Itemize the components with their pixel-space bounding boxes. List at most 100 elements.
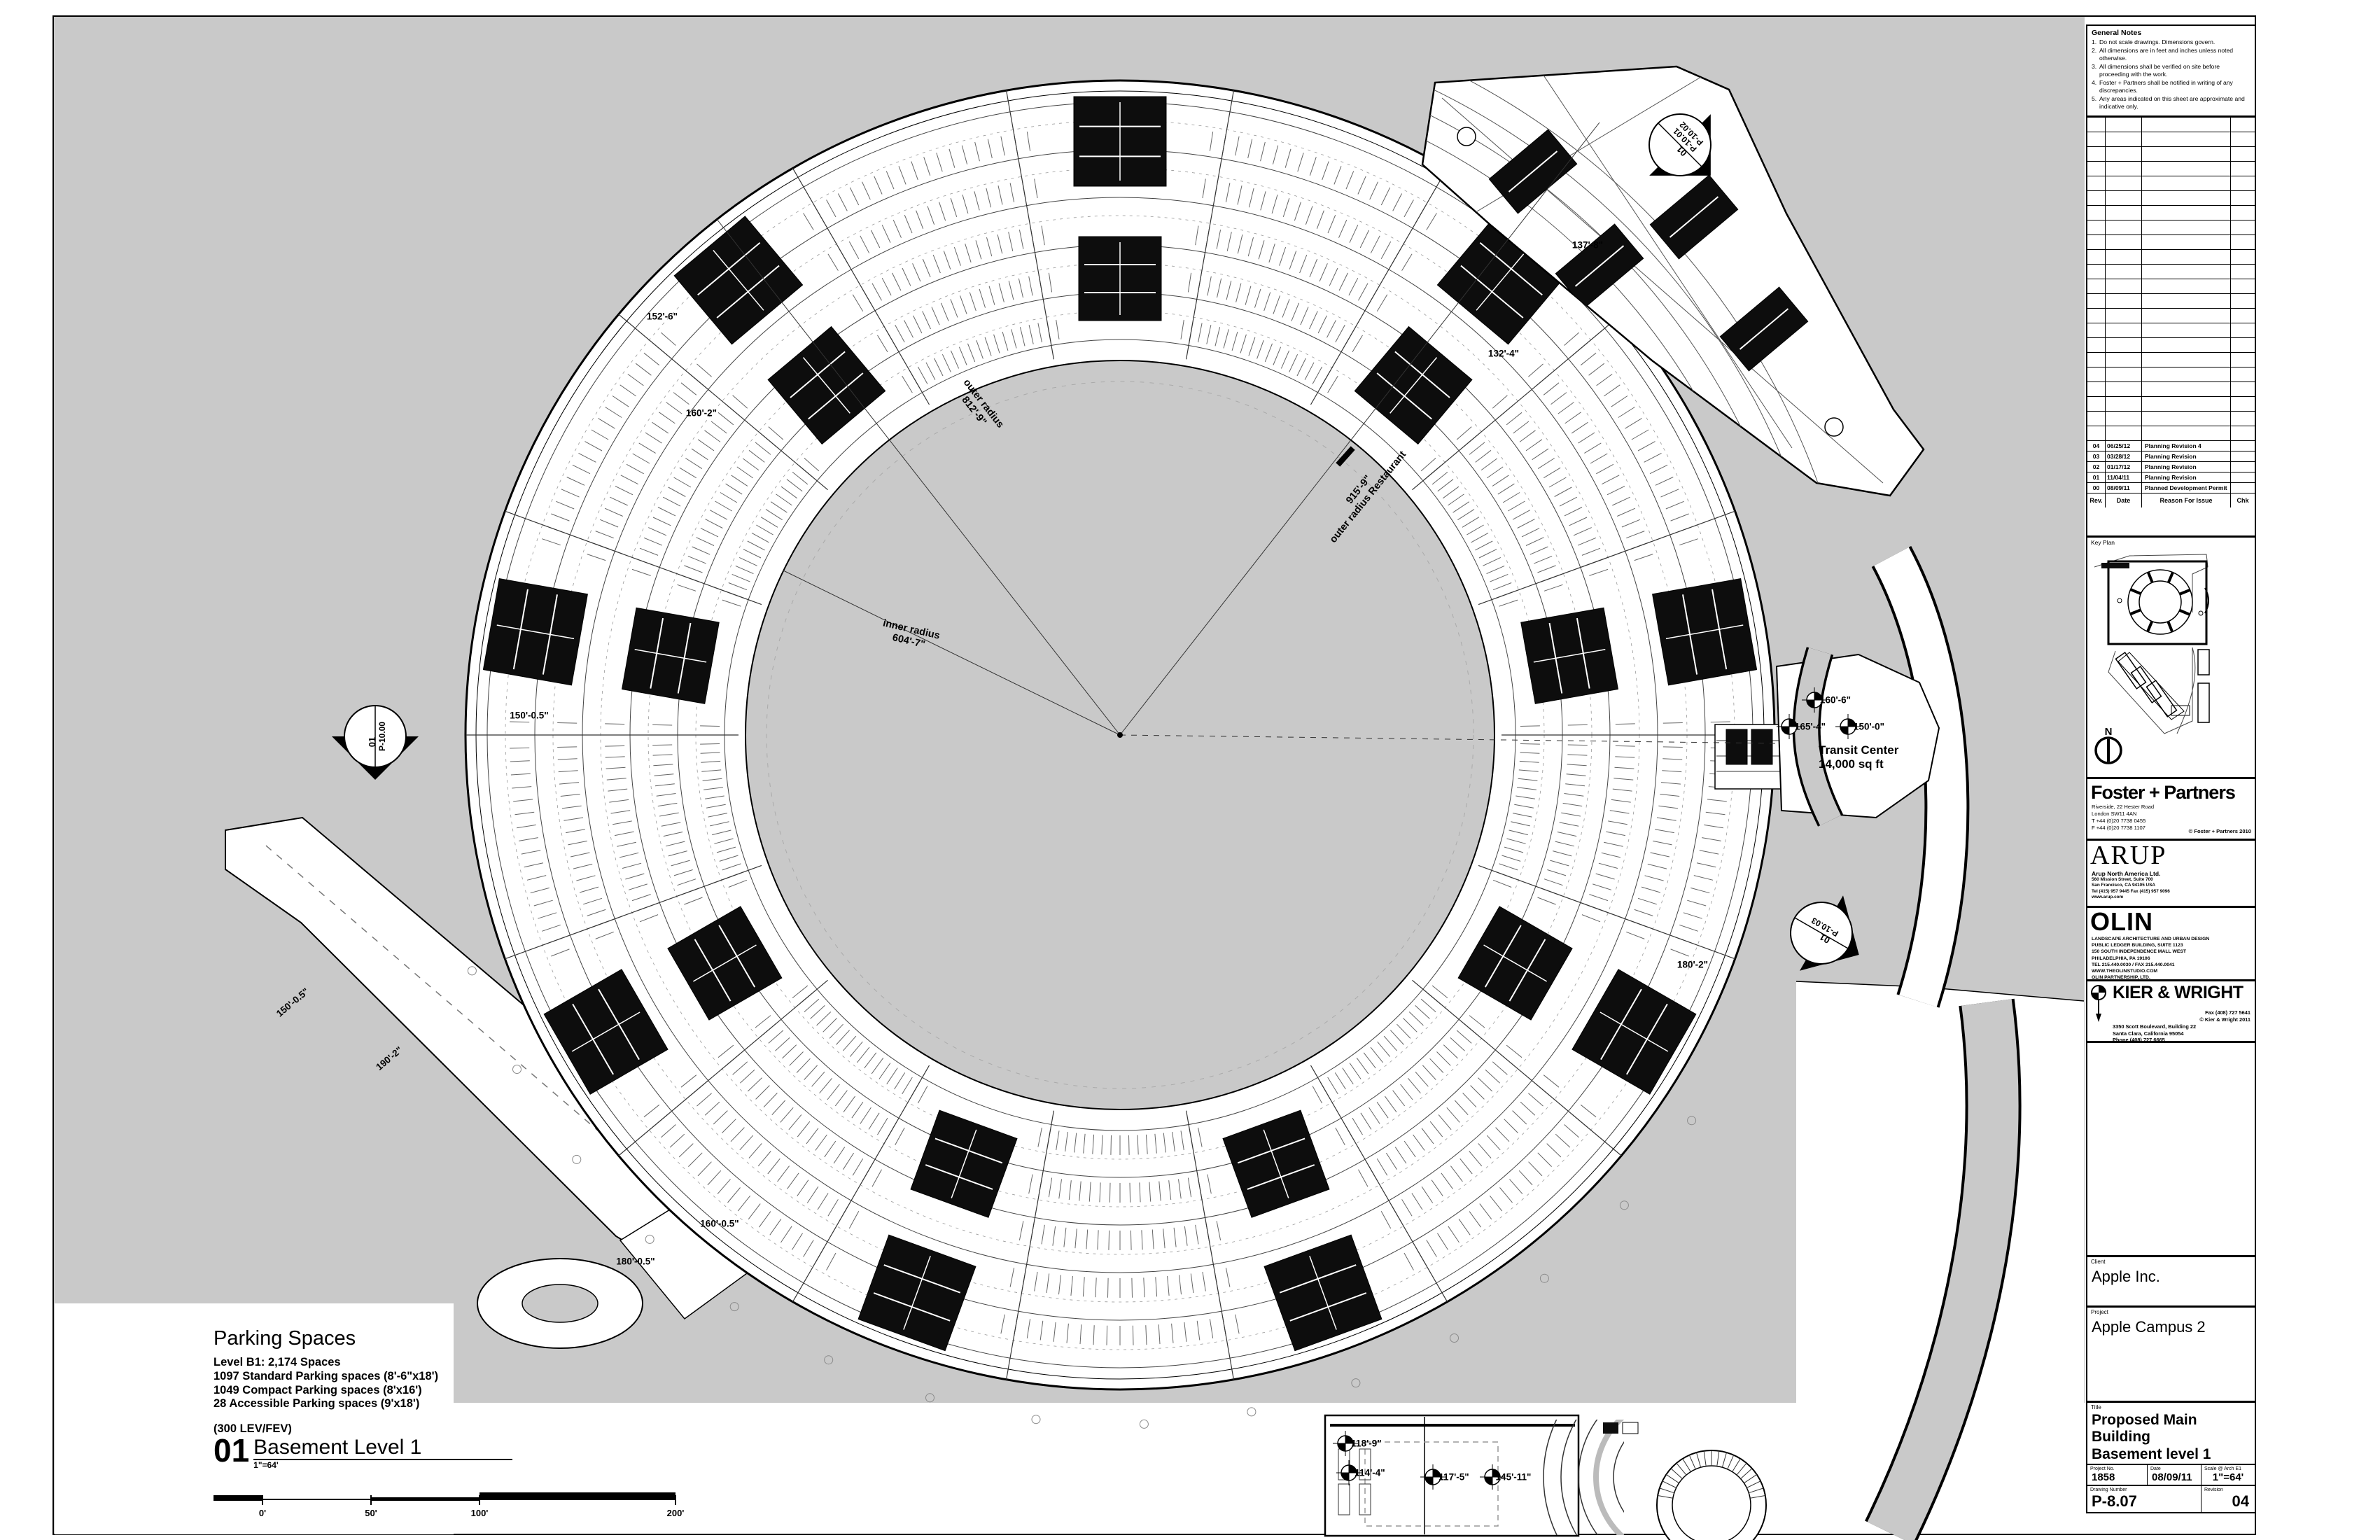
scale-bar: 0'50'100'200': [214, 1492, 685, 1518]
client-label: Client: [2091, 1259, 2106, 1265]
foster-copyright: © Foster + Partners 2010: [2188, 828, 2251, 834]
dim-label: 114'-4": [1354, 1467, 1385, 1478]
arup-block: ARUP Arup North America Ltd. 560 Mission…: [2086, 840, 2256, 907]
scale-value: 1"=64': [2212, 1471, 2244, 1483]
section-marker: 01P-10.01P-10.02: [1648, 113, 1712, 176]
parking-summary-title: Parking Spaces: [214, 1327, 356, 1350]
kier-wright-fax-copyright: Fax (408) 727 5641© Kier & Wright 2011: [2199, 1009, 2250, 1023]
general-note-item: 3.All dimensions shall be verified on si…: [2092, 63, 2220, 78]
survey-point-icon: [1777, 714, 1802, 739]
arup-logo: ARUP: [2090, 841, 2167, 870]
svg-text:01: 01: [1818, 932, 1832, 946]
project-name: Apple Campus 2: [2092, 1318, 2206, 1336]
project-no-label: Project No.: [2090, 1466, 2115, 1471]
title-label: Title: [2091, 1404, 2101, 1410]
general-note-item: 4.Foster + Partners shall be notified in…: [2092, 79, 2233, 94]
revision-row: [2087, 426, 2255, 441]
north-arrow-icon: N: [2094, 726, 2122, 764]
project-no-value: 1858: [2092, 1471, 2115, 1483]
revision-row: [2087, 191, 2255, 206]
revision-row: [2087, 220, 2255, 235]
olin-logo: OLIN: [2090, 907, 2153, 936]
general-note-item: 1.Do not scale drawings. Dimensions gove…: [2092, 38, 2216, 46]
parking-summary-line: Level B1: 2,174 Spaces: [214, 1356, 341, 1368]
drawing-no-value: P-8.07: [2092, 1492, 2137, 1510]
dim-label: 180'-0.5": [616, 1256, 655, 1267]
parking-lev-note: (300 LEV/FEV): [214, 1422, 292, 1436]
dim-label: 132'-4": [1488, 348, 1520, 359]
sheet-title-line: Basement level 1: [2092, 1446, 2211, 1463]
general-notes: General Notes 1.Do not scale drawings. D…: [2086, 24, 2256, 117]
view-name: Basement Level 1: [253, 1436, 513, 1460]
title-block-spacer: [2086, 1042, 2256, 1256]
client-box: Client Apple Inc.: [2086, 1256, 2256, 1307]
sheet-title-line: Proposed Main Building: [2092, 1412, 2197, 1445]
dim-label: 118'-9": [1351, 1438, 1382, 1449]
parking-summary-line: 1049 Compact Parking spaces (8'x16'): [214, 1383, 422, 1396]
view-scale: 1"=64': [253, 1460, 279, 1470]
dim-label: 150'-0.5": [274, 986, 312, 1019]
dim-label: 150'-0.5": [510, 710, 549, 721]
revision-row: [2087, 176, 2255, 191]
dim-label: 150'-0": [1853, 721, 1885, 732]
revision-row: [2087, 147, 2255, 162]
svg-text:200': 200': [667, 1508, 685, 1518]
kier-wright-logo: KIER & WRIGHT: [2113, 983, 2244, 1002]
key-plan-map: N: [2094, 554, 2210, 764]
key-plan-label: Key Plan: [2091, 539, 2115, 546]
dim-label: 160'-6": [1819, 694, 1851, 706]
radius-label: 915'-9"outer radius Restaurant: [1327, 449, 1408, 545]
survey-point-icon: [1802, 687, 1827, 713]
view-number: 01: [214, 1432, 250, 1469]
revision-row: [2087, 382, 2255, 397]
dim-label: 165'-4": [1794, 721, 1826, 732]
project-label: Project: [2091, 1309, 2108, 1315]
meta-row-1: Project No. 1858 Date 08/09/11 Scale @ A…: [2086, 1465, 2256, 1486]
transit-center-label: Transit Center 14,000 sq ft: [1819, 743, 1899, 771]
revision-row: [2087, 206, 2255, 220]
revision-row: [2087, 250, 2255, 265]
revision-row: [2087, 235, 2255, 250]
survey-point-icon: [1835, 714, 1861, 739]
revision-row: [2087, 162, 2255, 176]
drawing-no-label: Drawing Number: [2090, 1488, 2127, 1492]
revision-row: [2087, 323, 2255, 338]
revision-row: [2087, 309, 2255, 323]
revision-row: [2087, 353, 2255, 368]
revision-row: [2087, 118, 2255, 132]
revision-row: [2087, 294, 2255, 309]
key-plan: Key Plan N: [2086, 537, 2256, 778]
scale-label: Scale @ Arch E1: [2204, 1466, 2242, 1471]
revision-row: [2087, 265, 2255, 279]
view-label: 01 Basement Level 1 1"=64': [214, 1432, 606, 1470]
building-cores: [482, 96, 1758, 1352]
svg-text:100': 100': [471, 1508, 489, 1518]
auditorium-detail: [1324, 1414, 1767, 1540]
survey-point-icon: [1420, 1464, 1446, 1490]
svg-text:01: 01: [367, 737, 377, 747]
restaurant-wedge: [1421, 65, 1925, 497]
dim-label: 160'-0.5": [700, 1218, 739, 1229]
kier-wright-emblem-icon: [2091, 985, 2106, 1022]
client-name: Apple Inc.: [2092, 1268, 2160, 1285]
general-note-item: 2.All dimensions are in feet and inches …: [2092, 47, 2234, 62]
survey-point-icon: [1336, 1460, 1362, 1485]
foster-partners-logo: Foster + Partners: [2091, 782, 2236, 803]
general-note-item: 5.Any areas indicated on this sheet are …: [2092, 95, 2245, 110]
foster-partners-block: Foster + Partners Riverside, 22 Hester R…: [2086, 778, 2256, 840]
radius-dimension-lines: [716, 122, 1779, 744]
